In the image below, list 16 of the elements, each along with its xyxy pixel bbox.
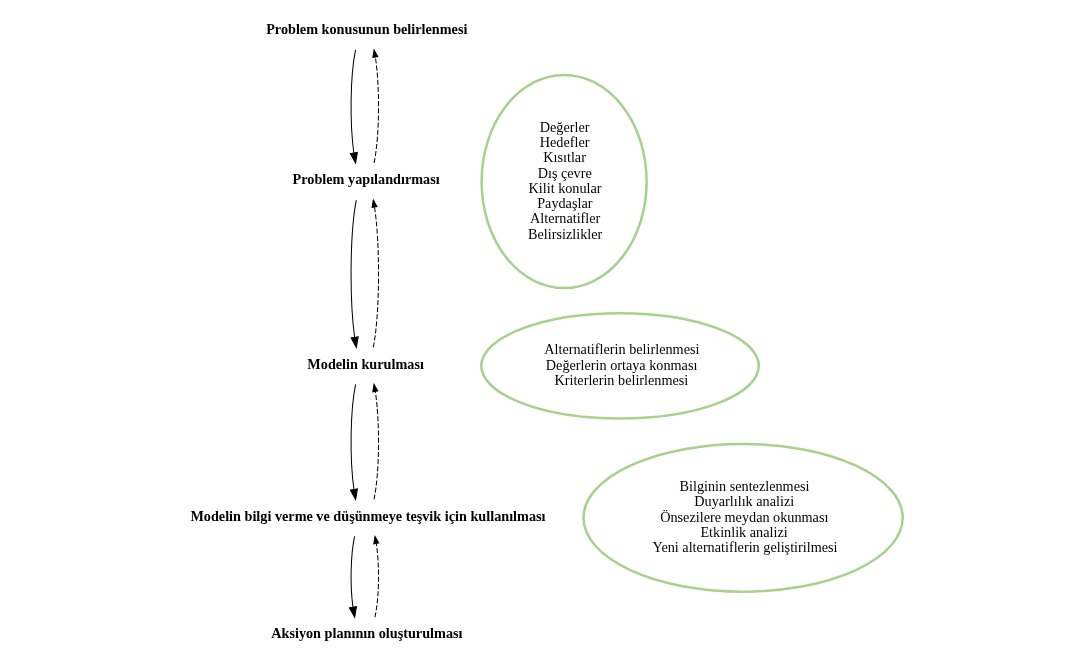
- arrow: [370, 198, 379, 348]
- node-text: Modelin kurulması: [306, 355, 424, 372]
- node-ellipse: Alternatiflerin belirlenmesi Değerlerin ortaya konması Kriterlerin belirlenmesi: [479, 311, 760, 420]
- node-text: Modelin bilgi verme ve düşünmeye teşvik için kullanılması: [189, 507, 546, 524]
- arrow: [349, 48, 358, 164]
- arrow: [371, 382, 379, 500]
- arrow: [349, 199, 359, 349]
- arrow: [372, 534, 379, 618]
- arrow: [371, 47, 379, 163]
- node-text: Problem yapılandırması: [292, 170, 440, 187]
- node-text: Problem konusunun belirlenmesi: [265, 20, 467, 37]
- node-text: Aksiyon planının oluşturulması: [270, 624, 462, 641]
- arrow: [349, 383, 358, 501]
- node-ellipse: Değerler Hedefler Kısıtlar Dış çevre Kilit konular Paydaşlar Alternatifler Belirsizlikler: [479, 73, 648, 289]
- arrow: [348, 535, 357, 619]
- node-ellipse: Bilginin sentezlenmesi Duyarlılık analizi Önsezilere meydan okunması Etkinlik analizi Yeni alternatiflerin geliştirilmesi: [581, 442, 904, 593]
